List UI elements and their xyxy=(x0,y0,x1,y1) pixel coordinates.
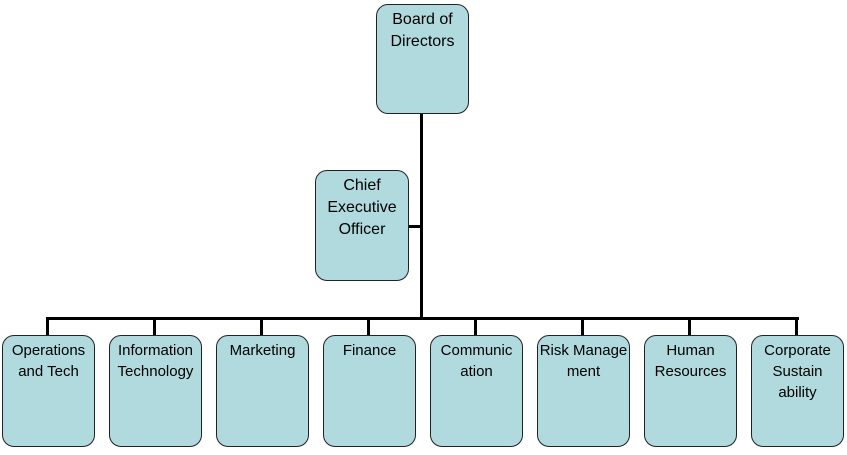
department-drop-connector xyxy=(688,317,691,336)
node-label: Operations and Tech xyxy=(11,342,86,380)
department-drop-connector xyxy=(153,317,156,336)
department-drop-connector xyxy=(46,317,49,336)
node-label: Risk Manage ment xyxy=(539,342,628,380)
ceo-connector xyxy=(408,225,422,228)
node-label: Communic ation xyxy=(440,342,513,380)
department-bus-connector xyxy=(46,317,799,320)
department-node[interactable]: Human Resources xyxy=(644,335,737,447)
node-label: Marketing xyxy=(229,342,296,359)
department-node[interactable]: Finance xyxy=(323,335,416,447)
department-drop-connector xyxy=(367,317,370,336)
department-drop-connector xyxy=(260,317,263,336)
trunk-connector xyxy=(420,113,423,320)
department-node[interactable]: Information Technology xyxy=(109,335,202,447)
node-label: Information Technology xyxy=(117,342,194,380)
department-drop-connector xyxy=(795,317,798,336)
department-node[interactable]: Communic ation xyxy=(430,335,523,447)
department-node[interactable]: Marketing xyxy=(216,335,309,447)
ceo-node[interactable]: Chief Executive Officer xyxy=(315,170,409,281)
board-of-directors-node[interactable]: Board of Directors xyxy=(376,4,469,114)
node-label: Board of Directors xyxy=(390,11,455,50)
node-label: Chief Executive Officer xyxy=(327,177,397,238)
department-drop-connector xyxy=(474,317,477,336)
department-node[interactable]: Operations and Tech xyxy=(2,335,95,447)
node-label: Corporate Sustain ability xyxy=(764,342,831,401)
node-label: Finance xyxy=(342,342,397,359)
department-node[interactable]: Corporate Sustain ability xyxy=(751,335,844,447)
department-drop-connector xyxy=(581,317,584,336)
department-node[interactable]: Risk Manage ment xyxy=(537,335,630,447)
node-label: Human Resources xyxy=(654,342,727,380)
